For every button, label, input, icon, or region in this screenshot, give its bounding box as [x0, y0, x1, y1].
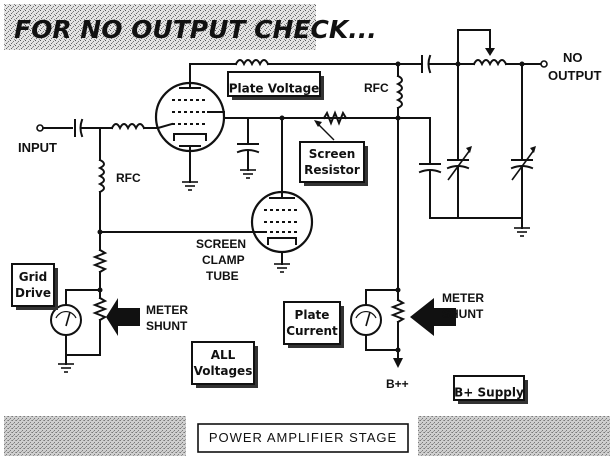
grid-rfc-coil	[97, 158, 105, 194]
plate-meter	[350, 304, 382, 336]
tank-coil	[472, 59, 508, 67]
plate-current-text-1: Plate	[295, 308, 330, 322]
input-label: INPUT	[18, 140, 57, 155]
right-meter-shunt-arrow	[410, 298, 456, 336]
plate-current-text-2: Current	[286, 324, 338, 338]
grid-resistor	[92, 248, 108, 274]
pa-tube-envelope	[154, 81, 226, 153]
plate-voltage-box: Plate Voltage	[227, 71, 324, 100]
grid-drive-box: Grid Drive	[11, 263, 58, 310]
ground-symbol-grid	[58, 354, 74, 373]
screen-bypass-capacitor	[236, 117, 260, 179]
screen-label: SCREEN	[196, 237, 246, 251]
all-voltages-box: ALL Voltages	[191, 341, 258, 388]
plate-choke-coil	[234, 59, 270, 67]
output-terminal	[540, 60, 548, 68]
title-banner: FOR NO OUTPUT CHECK...	[4, 4, 377, 50]
screen-resistor-symbol	[322, 110, 348, 126]
input-section: INPUT RFC	[18, 118, 188, 373]
grid-drive-text-1: Grid	[19, 270, 47, 284]
screen-resistor-text-1: Screen	[309, 147, 356, 161]
power-amplifier-tube	[154, 63, 399, 179]
b-supply-box: B+ Supply	[453, 375, 528, 404]
ground-symbol-pa-cathode	[182, 177, 198, 191]
all-voltages-text-1: ALL	[211, 348, 236, 362]
left-meter-label: METER	[146, 303, 188, 317]
right-meter-shunt-resistor	[390, 298, 406, 324]
b-supply-text: B+ Supply	[454, 386, 524, 400]
rfc-grid-label: RFC	[116, 171, 141, 185]
plate-bypass-capacitor	[397, 117, 523, 219]
screen-resistor-box: Screen Resistor	[299, 141, 368, 186]
screen-resistor	[279, 110, 348, 141]
footer-caption: POWER AMPLIFIER STAGE	[209, 430, 397, 445]
plate-current-meter-circuit: B++ METER SHUNT	[350, 287, 484, 391]
b-plus-arrow	[393, 358, 403, 368]
right-shunt-label: SHUNT	[442, 307, 484, 321]
left-meter-shunt-arrow	[106, 298, 140, 336]
left-meter-shunt-resistor	[92, 296, 108, 322]
plate-circuit: RFC NO OUTPUT	[189, 29, 602, 291]
right-meter-label: METER	[442, 291, 484, 305]
page-title: FOR NO OUTPUT CHECK...	[14, 15, 377, 44]
footer-band: POWER AMPLIFIER STAGE	[4, 416, 610, 456]
rfc-plate-label: RFC	[364, 81, 389, 95]
plate-current-box: Plate Current	[283, 301, 344, 348]
loading-capacitor	[510, 63, 536, 237]
no-label: NO	[563, 50, 583, 65]
plate-voltage-text: Plate Voltage	[229, 82, 320, 96]
left-shunt-label: SHUNT	[146, 319, 188, 333]
clamp-label: CLAMP	[202, 253, 245, 267]
tube-label: TUBE	[206, 269, 239, 283]
plate-rfc-coil	[395, 74, 403, 110]
grid-drive-text-2: Drive	[15, 286, 51, 300]
screen-clamp-tube: SCREEN CLAMP TUBE	[99, 117, 314, 283]
output-label: OUTPUT	[548, 68, 602, 83]
all-voltages-text-2: Voltages	[194, 364, 253, 378]
screen-resistor-text-2: Resistor	[304, 163, 360, 177]
input-choke-coil	[110, 123, 146, 131]
b-plus-plus-label: B++	[386, 377, 409, 391]
tuning-capacitor	[446, 63, 472, 219]
grid-meter	[50, 304, 82, 336]
